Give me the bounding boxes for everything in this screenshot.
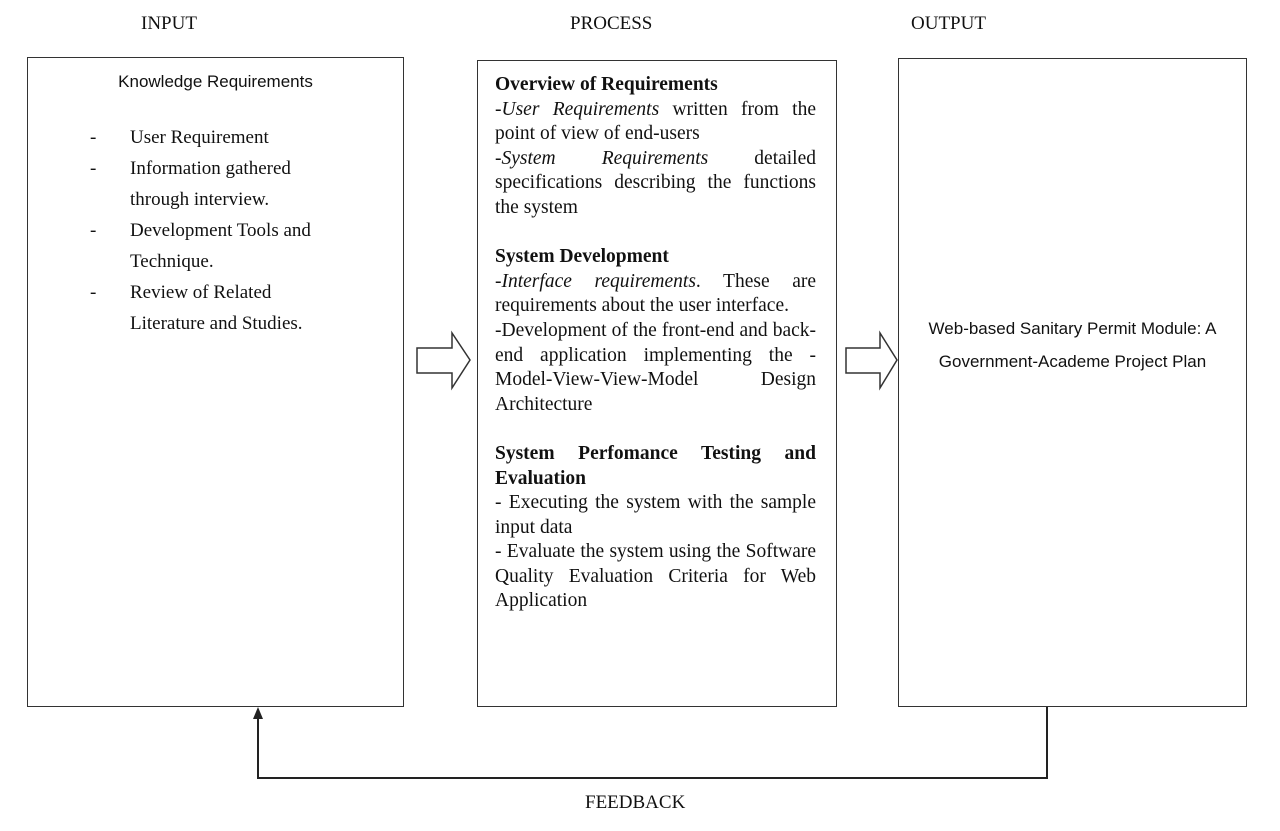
- item-text: Review of Related Literature and Studies…: [130, 282, 303, 334]
- input-items-list: - User Requirement - Information gathered …: [90, 122, 390, 339]
- line-text: - Evaluate the system using the Software…: [495, 541, 816, 612]
- process-section-line: -Interface requirements. These are requi…: [495, 270, 816, 319]
- feedback-label: FEEDBACK: [585, 792, 686, 813]
- output-column-title: OUTPUT: [911, 13, 986, 34]
- bullet: -: [90, 158, 97, 179]
- process-section-heading: System Development: [495, 246, 669, 268]
- process-section-line: -Development of the front-end and back-e…: [495, 319, 816, 417]
- process-section-line: -User Requirements written from the poin…: [495, 98, 816, 147]
- item-text: User Requirement: [130, 127, 269, 148]
- line-text: written from the point of view of end-us…: [495, 98, 816, 145]
- process-section-line: - Executing the system with the sample i…: [495, 491, 816, 540]
- line-text: - Executing the system with the sample i…: [495, 492, 816, 538]
- output-text: Web-based Sanitary Permit Module: A Gove…: [928, 319, 1217, 371]
- feedback-arrowhead-icon: [253, 707, 263, 719]
- process-section-heading: Overview of Requirements: [495, 74, 718, 95]
- line-text: . These are requirements about the user …: [495, 270, 816, 317]
- bullet: -: [90, 282, 97, 303]
- output-box: Web-based Sanitary Permit Module: A Gove…: [898, 58, 1247, 707]
- arrow-process-to-output-icon: [845, 330, 898, 391]
- feedback-line: [257, 707, 1048, 779]
- list-item: - Review of Related Literature and Studie…: [90, 277, 390, 339]
- item-text: Information gathered through interview.: [130, 158, 291, 210]
- process-box: Overview of Requirements -User Requiremen…: [477, 60, 837, 707]
- input-column-title: INPUT: [141, 13, 197, 34]
- input-box: Knowledge Requirements - User Requirement…: [27, 57, 404, 707]
- input-box-title: Knowledge Requirements: [118, 72, 313, 91]
- item-text: Development Tools and Technique.: [130, 220, 311, 272]
- emphasis: -Interface requirements: [495, 270, 696, 292]
- bullet: -: [90, 220, 97, 241]
- line-text: -Development of the front-end and back-e…: [495, 319, 816, 415]
- list-item: - User Requirement: [90, 122, 390, 153]
- arrow-input-to-process-icon: [416, 330, 471, 391]
- process-content: Overview of Requirements -User Requiremen…: [495, 73, 816, 614]
- emphasis: -User Requirements: [495, 98, 660, 120]
- line-text: detailed specifications describing the f…: [495, 147, 817, 218]
- process-column-title: PROCESS: [570, 13, 653, 34]
- process-section-line: -System Requirements detailed specificat…: [495, 147, 816, 221]
- emphasis: -System Requirements: [495, 147, 709, 169]
- list-item: - Information gathered through interview.: [90, 153, 390, 215]
- list-item: - Development Tools and Technique.: [90, 215, 390, 277]
- process-section-heading: System Perfomance Testing and Evaluation: [495, 442, 816, 489]
- bullet: -: [90, 127, 97, 148]
- process-section-line: - Evaluate the system using the Software…: [495, 540, 816, 614]
